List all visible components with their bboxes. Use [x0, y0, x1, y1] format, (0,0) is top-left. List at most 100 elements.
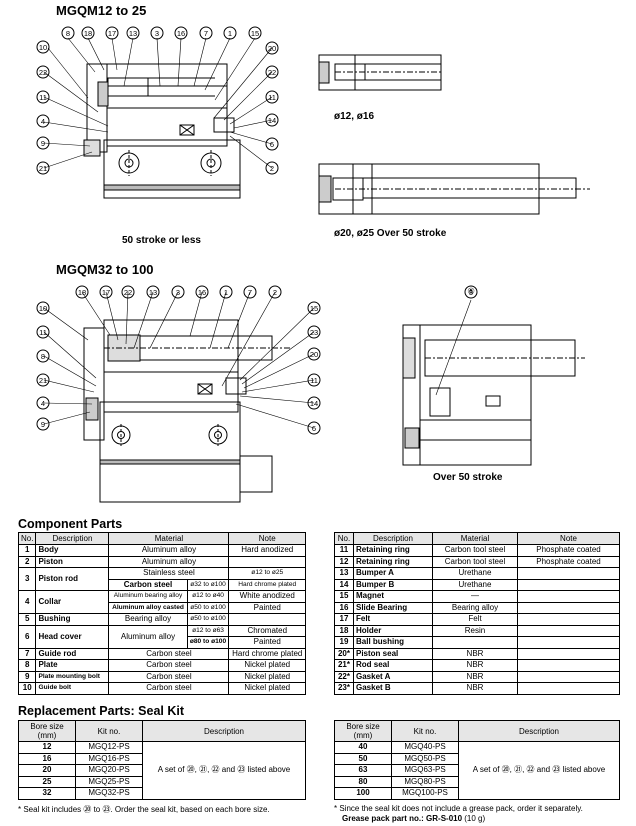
callout-number: 2 — [273, 288, 277, 297]
seal-kit-description: A set of ⑳, ㉑, ㉒ and ㉓ listed above — [458, 741, 620, 800]
callout-number: 6 — [270, 140, 274, 149]
callout-number: 10 — [39, 304, 47, 313]
callout-number: 16 — [177, 29, 185, 38]
callout-18 — [81, 26, 95, 40]
callout-11a — [36, 90, 50, 104]
callout-number: 15 — [310, 304, 318, 313]
grease-part-no: Grease pack part no.: GR-S-010 (10 g) — [342, 814, 486, 823]
callout-11b — [265, 90, 279, 104]
technical-drawings: 8181713316711510221149212022111462181722… — [36, 26, 590, 503]
drawing-d12-d16 — [318, 54, 442, 91]
callout-label: ⑳ — [266, 42, 278, 54]
callout-number: 23 — [310, 328, 318, 337]
callout-number: 7 — [204, 29, 208, 38]
callout-number: 18 — [84, 29, 92, 38]
callouts-large — [36, 285, 478, 435]
callout-number: 14 — [310, 399, 318, 408]
callout-number: 5 — [469, 288, 473, 297]
callout-20 — [265, 41, 279, 55]
callout-number: 11 — [39, 328, 47, 337]
callout-label: ⑪ — [266, 91, 278, 103]
caption-over-50: Over 50 stroke — [433, 472, 503, 483]
callout-number: 3 — [155, 29, 159, 38]
callout-9 — [36, 136, 50, 150]
callout-label: ⑪ — [37, 326, 49, 338]
callout-label: ⑳ — [308, 348, 320, 360]
table-header: No. Description Material Note — [17, 532, 306, 545]
callout-22a — [36, 65, 50, 79]
callout-number: 18 — [78, 288, 86, 297]
callout-label: ⑩ — [37, 41, 49, 53]
callout-label: ⑦ — [200, 27, 212, 39]
callout-13 — [126, 26, 140, 40]
callouts-small — [36, 26, 279, 175]
callout-label: ㉑ — [37, 374, 49, 386]
callout-label: ⑭ — [308, 397, 320, 409]
callout-number: 4 — [41, 399, 45, 408]
callout-label: ⑨ — [37, 418, 49, 430]
callout-number: 17 — [108, 29, 116, 38]
grease-note: * Since the seal kit does not include a … — [334, 804, 583, 813]
callout-number: 1 — [228, 29, 232, 38]
callout-4 — [36, 114, 50, 128]
drawing-title-large: MGQM32 to 100 — [56, 262, 154, 277]
callout-number: 4 — [41, 117, 45, 126]
callout-15 — [248, 26, 262, 40]
col-description: Description — [35, 532, 110, 545]
caption-d12-d16: ø12, ø16 — [334, 111, 375, 122]
drawing-small-section — [83, 63, 241, 199]
callout-label: ⑬ — [127, 27, 139, 39]
drawing-over-50 — [402, 324, 585, 466]
col-no: No. — [17, 532, 37, 545]
table-header: No. Description Material Note — [334, 532, 620, 545]
callout-number: 13 — [129, 29, 137, 38]
callout-label: ① — [220, 286, 232, 298]
callout-label: ⑩ — [37, 302, 49, 314]
callout-number: 22 — [39, 68, 47, 77]
seal-kit-title: Replacement Parts: Seal Kit — [18, 704, 185, 718]
callout-label: ⑮ — [308, 302, 320, 314]
callout-3 — [150, 26, 164, 40]
caption-50-stroke: 50 stroke or less — [122, 235, 201, 246]
callout-label: ⑯ — [196, 286, 208, 298]
callout-number: 22 — [124, 288, 132, 297]
callout-22b — [265, 65, 279, 79]
seal-kit-description: A set of ⑳, ㉑, ㉒ and ㉓ listed above — [142, 741, 306, 800]
callout-number: 9 — [41, 420, 45, 429]
callout-label: ㉒ — [37, 66, 49, 78]
callout-label: ⑭ — [266, 114, 278, 126]
callout-6 — [265, 137, 279, 151]
callout-label: ② — [266, 162, 278, 174]
callout-number: 6 — [312, 424, 316, 433]
drawing-d20-d25 — [318, 163, 590, 215]
callout-number: 20 — [268, 44, 276, 53]
seal-kit-note: * Seal kit includes ⑳ to ㉓. Order the se… — [18, 805, 270, 814]
callout-label: ② — [269, 286, 281, 298]
callout-label: ⑰ — [106, 27, 118, 39]
callout-number: 8 — [41, 352, 45, 361]
